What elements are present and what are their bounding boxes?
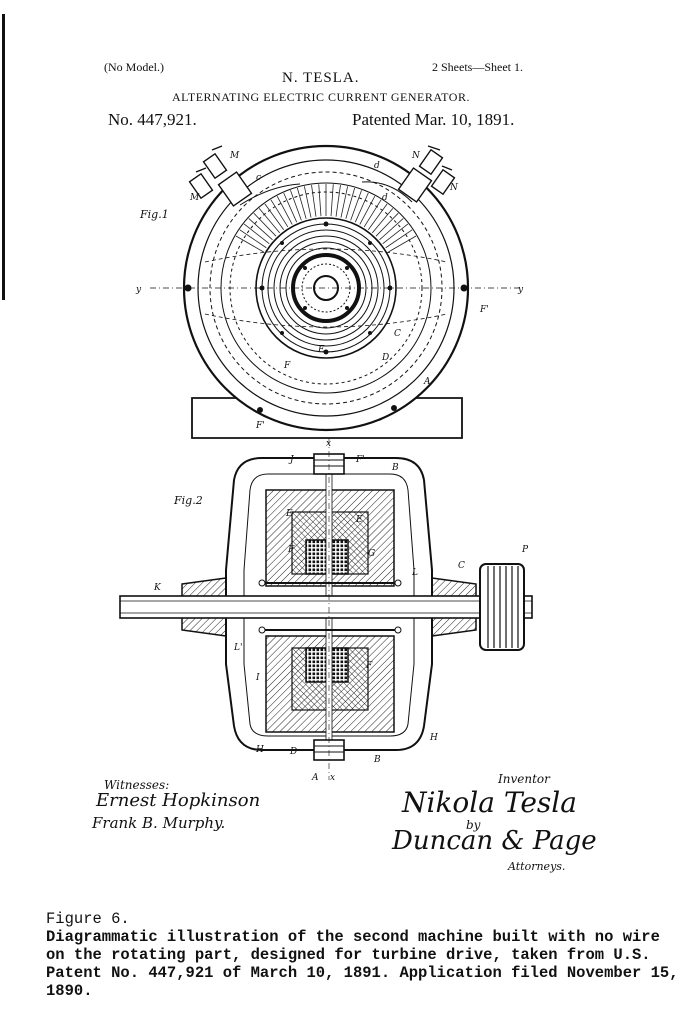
fig2-letter: D bbox=[289, 747, 297, 757]
patent-date: Patented Mar. 10, 1891. bbox=[352, 110, 515, 129]
fig1-bolts bbox=[184, 221, 468, 413]
radial-line bbox=[276, 195, 293, 225]
radial-line bbox=[258, 208, 281, 234]
fig2-shaft bbox=[119, 595, 533, 619]
fig2-letter: B bbox=[391, 463, 399, 473]
radial-line bbox=[367, 203, 388, 230]
witness-signature-1: Ernest Hopkinson bbox=[96, 790, 261, 811]
radial-line bbox=[382, 223, 409, 244]
fig2-letter: E bbox=[355, 515, 363, 525]
fig1-letter: M bbox=[229, 151, 240, 161]
fig1-radial-lines bbox=[235, 184, 417, 253]
radial-line bbox=[318, 184, 322, 217]
radial-line bbox=[270, 199, 289, 228]
fig1-terminals-right bbox=[397, 145, 456, 203]
radial-line bbox=[350, 190, 362, 221]
radial-line bbox=[388, 235, 417, 253]
radial-line bbox=[330, 184, 334, 217]
figure-caption: Figure 6. Diagrammatic illustration of t… bbox=[46, 910, 686, 1000]
patent-title: ALTERNATING ELECTRIC CURRENT GENERATOR. bbox=[172, 90, 470, 104]
fig1-letter: c bbox=[256, 173, 261, 183]
fig1-reference-letters: M M c N N d d y y F' C E D F A F' bbox=[135, 151, 524, 431]
radial-line bbox=[243, 223, 270, 244]
radial-line bbox=[235, 235, 264, 253]
fig2-letter: K bbox=[153, 583, 162, 593]
radial-line bbox=[363, 199, 382, 228]
caption-figure-number: Figure 6. bbox=[46, 910, 130, 928]
inventor-name: N. TESLA. bbox=[282, 70, 360, 86]
fig2-letter: F' bbox=[355, 455, 365, 465]
radial-line bbox=[239, 229, 267, 249]
fig2-letter: J bbox=[288, 455, 295, 465]
fig2-letter: x bbox=[330, 773, 335, 783]
attorneys-label: Attorneys. bbox=[508, 860, 566, 873]
radial-line bbox=[379, 218, 404, 241]
fig2-letter: L' bbox=[233, 643, 242, 653]
fig2-letter: A bbox=[311, 773, 319, 783]
radial-line bbox=[296, 187, 307, 219]
radial-line bbox=[303, 186, 312, 218]
fig1-terminals-left bbox=[188, 145, 253, 207]
sheets-label: 2 Sheets—Sheet 1. bbox=[432, 60, 523, 74]
fig1-letter: E bbox=[317, 345, 325, 355]
inventor-label: Inventor bbox=[498, 772, 550, 786]
fig2-reference-letters: x F' B J E E F G P K L C L' I F H D H B … bbox=[153, 439, 529, 783]
fig2-letter: F bbox=[365, 661, 373, 671]
patent-drawing: M M c N N d d y y F' C E D F A F' bbox=[119, 144, 533, 783]
by-label: by bbox=[466, 818, 481, 832]
fig2-label: Fig.2 bbox=[174, 494, 203, 507]
fig2-letter: P bbox=[521, 545, 529, 555]
fig1-letter: y bbox=[135, 285, 142, 295]
fig1-letter: d bbox=[382, 193, 388, 203]
fig1-letter: N bbox=[411, 151, 421, 161]
fig2-letter: I bbox=[255, 673, 260, 683]
radial-line bbox=[375, 212, 399, 237]
radial-line bbox=[385, 229, 413, 249]
fig1-letter: D bbox=[381, 353, 389, 363]
fig1-letter: y bbox=[517, 285, 524, 295]
fig2-letter: L bbox=[411, 568, 418, 578]
fig2-letter: F bbox=[287, 545, 295, 555]
caption-text: Diagrammatic illustration of the second … bbox=[46, 928, 679, 1000]
radial-line bbox=[354, 192, 369, 223]
fig1-letter: A bbox=[423, 377, 431, 387]
fig2-letter: G bbox=[368, 549, 375, 559]
fig2-letter: E bbox=[285, 509, 293, 519]
radial-line bbox=[311, 184, 317, 217]
radial-line bbox=[253, 212, 277, 237]
radial-line bbox=[290, 190, 302, 221]
witnesses-label: Witnesses: bbox=[104, 778, 170, 792]
radial-line bbox=[340, 186, 349, 218]
fig1-letter: M bbox=[189, 193, 200, 203]
inventor-signature: Nikola Tesla bbox=[402, 786, 577, 819]
fig2-letter: B bbox=[373, 755, 381, 765]
fig1-letter: N bbox=[449, 183, 459, 193]
fig1-letter: F' bbox=[255, 421, 265, 431]
fig2-section-view bbox=[119, 438, 533, 780]
radial-line bbox=[283, 192, 298, 223]
fig2-letter: H bbox=[255, 745, 264, 755]
witness-signature-2: Frank B. Murphy. bbox=[92, 814, 226, 832]
fig2-pulley bbox=[479, 563, 525, 651]
patent-number: No. 447,921. bbox=[108, 110, 197, 129]
fig1-letter: d bbox=[374, 161, 380, 171]
fig2-letter: x bbox=[326, 439, 331, 449]
fig1-letter: C bbox=[394, 329, 401, 339]
scan-edge-line bbox=[2, 14, 5, 300]
radial-line bbox=[371, 208, 394, 234]
fig1-label: Fig.1 bbox=[140, 208, 169, 221]
fig1-end-view bbox=[150, 144, 520, 439]
fig2-letter: H bbox=[429, 733, 438, 743]
radial-line bbox=[359, 195, 376, 225]
attorney-signature: Duncan & Page bbox=[392, 826, 597, 856]
fig1-letter: F bbox=[283, 361, 291, 371]
no-model-label: (No Model.) bbox=[104, 60, 164, 74]
fig1-letter: F' bbox=[479, 305, 489, 315]
fig2-letter: C bbox=[458, 561, 465, 571]
radial-line bbox=[345, 187, 356, 219]
radial-line bbox=[248, 218, 273, 241]
radial-line bbox=[264, 203, 285, 230]
radial-line bbox=[335, 184, 341, 217]
